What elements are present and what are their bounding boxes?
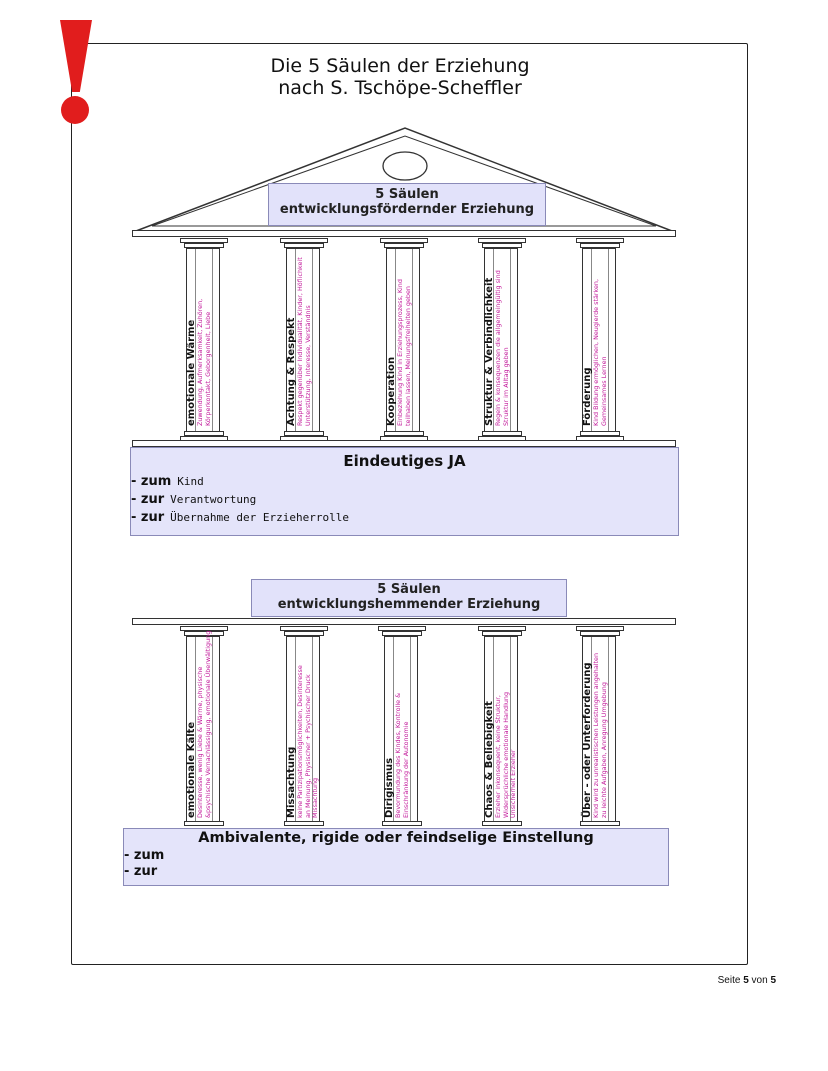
- top-column-3-desc: Einbeziehung Kind in Erziehungsprozess, …: [396, 279, 412, 426]
- top-banner: 5 Säulen entwicklungsfördernder Erziehun…: [268, 183, 546, 226]
- ja-title: Eindeutiges JA: [343, 452, 466, 470]
- ambivalent-box: Ambivalente, rigide oder feindselige Ein…: [123, 828, 669, 886]
- bottom-column-1-desc: Desinteresse, wenig Liebe & Wärme, physi…: [196, 630, 212, 818]
- top-column-5-desc: Kind Bildung ermöglichen, Neugierde stär…: [592, 278, 608, 426]
- bottom-banner-line-2: entwicklungshemmender Erziehung: [277, 597, 541, 612]
- title-line-1: Die 5 Säulen der Erziehung: [270, 55, 530, 77]
- top-plinth: [132, 440, 676, 447]
- ambivalent-title: Ambivalente, rigide oder feindselige Ein…: [198, 830, 594, 846]
- top-column-4-desc: Regeln & konsequenzen die allgemeingülti…: [494, 270, 510, 426]
- bottom-banner: 5 Säulen entwicklungshemmender Erziehung: [251, 579, 567, 617]
- bottom-column-2-desc: keine Partizipationsmöglichkeiten, Desin…: [296, 665, 319, 818]
- exclamation-dot-icon: [61, 96, 89, 124]
- page-footer: Seite 5 von 5: [717, 975, 776, 986]
- bottom-banner-line-1: 5 Säulen: [377, 582, 441, 597]
- bottom-column-4-desc: Erzieher inkonsequent, keine Struktur,Wi…: [494, 692, 517, 818]
- page-frame: [71, 43, 748, 965]
- top-entablature: [132, 230, 676, 237]
- ambivalent-line-1: - zum: [124, 848, 165, 863]
- top-banner-line-2: entwicklungsfördernder Erziehung: [279, 202, 535, 217]
- bottom-column-3-desc: Bevormundung des Kindes, Kontrolle &Eins…: [394, 692, 410, 818]
- roof-oculus: [382, 151, 428, 181]
- bottom-column-5-desc: Kind wird zu unrealistischen Leistungen …: [592, 653, 608, 818]
- page-title: Die 5 Säulen der Erziehung nach S. Tschö…: [210, 55, 590, 99]
- bottom-entablature: [132, 618, 676, 625]
- top-banner-line-1: 5 Säulen: [375, 187, 439, 202]
- title-line-2: nach S. Tschöpe-Scheffler: [278, 77, 522, 99]
- ambivalent-line-2: - zur: [124, 864, 158, 879]
- top-column-2-desc: Respekt gegenüber Individualität, Kinder…: [296, 257, 312, 426]
- top-column-1-desc: Zuwendung, Aufmerksamkeit, Zuhören,Körpe…: [196, 298, 212, 426]
